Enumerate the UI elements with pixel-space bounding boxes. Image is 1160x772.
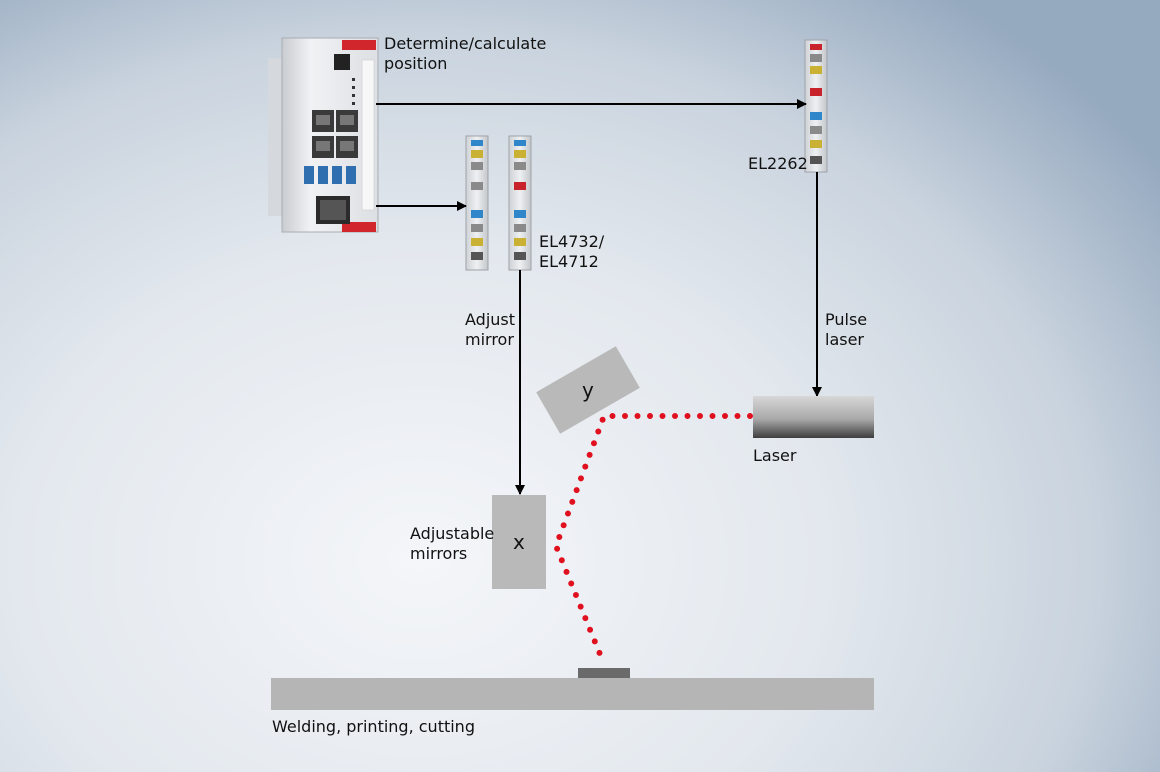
- el2262-label: EL2262: [748, 154, 808, 173]
- workpiece-label: Welding, printing, cutting: [272, 717, 475, 736]
- io-terminal-icon: [508, 135, 532, 271]
- pulse-laser-label: Pulse laser: [825, 310, 868, 349]
- adjustable-mirrors-label: Adjustable mirrors: [410, 524, 495, 563]
- io-terminal-icon: [804, 39, 828, 173]
- mirror-x-label: x: [513, 530, 525, 554]
- mirror-x: [492, 495, 546, 589]
- laser-body: [753, 396, 874, 438]
- industrial-pc-icon: [268, 37, 379, 233]
- workpiece-spot: [578, 668, 630, 678]
- el4732-label: EL4732/ EL4712: [539, 232, 605, 271]
- workpiece-plate: [271, 678, 874, 710]
- adjust-mirror-label: Adjust mirror: [465, 310, 516, 349]
- mirror-y-label: y: [582, 378, 594, 402]
- laser-beam: [552, 413, 753, 667]
- io-terminal-icon: [465, 135, 489, 271]
- laser-label: Laser: [753, 446, 797, 465]
- position-label: Determine/calculate position: [384, 34, 547, 73]
- mirror-y: [536, 346, 640, 434]
